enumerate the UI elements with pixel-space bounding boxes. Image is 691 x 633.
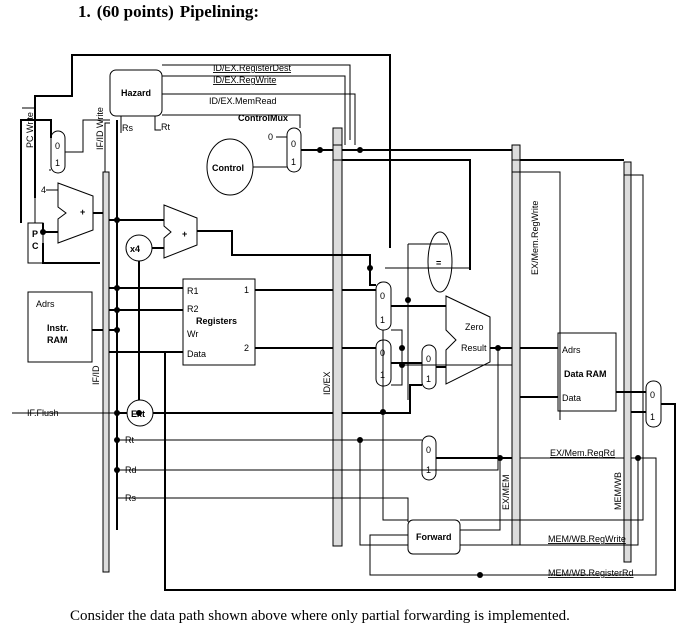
pipeline-datapath-diagram: Hazard P C Adrs Instr. RAM R1 R2 Registe…: [12, 54, 676, 591]
alu-zero-label: Zero: [465, 322, 484, 332]
wire-junctions: [40, 147, 641, 578]
problem-points: (60 points): [96, 2, 174, 21]
label-mem-wb: MEM/WB: [613, 472, 623, 510]
hazard-unit: [109, 69, 163, 117]
control-mux-0: 0: [291, 139, 296, 149]
branch-compare-unit: [427, 231, 453, 293]
label-const-0: 0: [268, 132, 273, 142]
label-if-flush: IF.Flush: [27, 408, 59, 418]
label-const-4: 4: [41, 185, 46, 195]
alu-a-mux-0: 0: [380, 291, 385, 301]
instr-adrs-label: Adrs: [36, 299, 55, 309]
label-exmem-regwrite: EX/Mem.RegWrite: [530, 201, 540, 275]
control-mux-1: 1: [291, 157, 296, 167]
label-memwb-registerrd: MEM/WB.RegisterRd: [548, 568, 634, 578]
pipeline-control-segments: [333, 144, 631, 176]
pipeline-register-mem-wb: [623, 161, 632, 563]
datapath-wires: [12, 54, 676, 591]
forward-unit-label: Forward: [416, 532, 452, 542]
label-rs-hazard: Rs: [122, 123, 133, 133]
label-control-mux: ControlMux: [238, 113, 288, 123]
label-rd: Rd: [125, 465, 137, 475]
label-idex-regdest: ID/EX.RegisterDest: [213, 63, 292, 73]
control-unit-label: Control: [212, 163, 244, 173]
pc-mux-0: 0: [55, 141, 60, 151]
registers-label: Registers: [196, 316, 237, 326]
pc-c-label: C: [32, 241, 39, 251]
label-pc-write: PC Write: [25, 112, 35, 148]
alu: [445, 295, 491, 385]
instr-ram-label-2: RAM: [47, 335, 68, 345]
figure-caption: Consider the data path shown above where…: [70, 608, 570, 624]
pc-plus4-adder: [57, 182, 94, 244]
wb-mux-0: 0: [650, 390, 655, 400]
branch-target-adder: [163, 204, 198, 259]
register-file: [182, 278, 256, 366]
reg-r2-label: R2: [187, 304, 199, 314]
label-id-ex: ID/EX: [322, 371, 332, 395]
reg-wr-label: Wr: [187, 329, 198, 339]
pc-mux-1: 1: [55, 158, 60, 168]
label-rs: Rs: [125, 493, 136, 503]
instr-ram-label-1: Instr.: [47, 323, 69, 333]
label-idex-regwrite: ID/EX.RegWrite: [213, 75, 276, 85]
alu-src-mux-0: 0: [426, 354, 431, 364]
branch-adder-plus: +: [182, 229, 187, 239]
problem-title: Pipelining:: [179, 2, 260, 21]
label-exmem-regrd: EX/Mem.RegRd: [550, 448, 615, 458]
pipeline-register-ex-mem: [511, 144, 521, 546]
data-ram-label: Data RAM: [564, 369, 607, 379]
pipeline-register-id-ex: [332, 127, 343, 547]
data-ram-adrs-label: Adrs: [562, 345, 581, 355]
pc-adder-plus: +: [80, 207, 85, 217]
label-ex-mem: EX/MEM: [501, 474, 511, 510]
data-ram: [557, 332, 617, 412]
reg-data-label: Data: [187, 349, 206, 359]
alu-result-label: Result: [461, 343, 487, 353]
label-idex-memread: ID/EX.MemRead: [209, 96, 277, 106]
data-ram-data-label: Data: [562, 393, 581, 403]
reg-out2-label: 2: [244, 343, 249, 353]
reg-out1-label: 1: [244, 285, 249, 295]
alu-a-mux-1: 1: [380, 315, 385, 325]
label-memwb-regwrite: MEM/WB.RegWrite: [548, 534, 626, 544]
label-ifid-write: IF/ID Write: [95, 107, 105, 150]
times4-label: x4: [130, 244, 140, 254]
problem-heading: 1. (60 points) Pipelining:: [78, 2, 265, 22]
pc-p-label: P: [32, 229, 38, 239]
label-rt: Rt: [125, 435, 134, 445]
compare-equals-label: =: [436, 258, 441, 268]
reg-r1-label: R1: [187, 286, 199, 296]
label-rt-hazard: Rt: [161, 122, 170, 132]
problem-number: 1.: [78, 2, 91, 21]
reg-dest-mux-0: 0: [426, 445, 431, 455]
instruction-ram: [27, 291, 93, 363]
hazard-unit-label: Hazard: [121, 88, 151, 98]
wb-mux-1: 1: [650, 412, 655, 422]
forwarding-unit: [407, 519, 461, 555]
alu-src-mux-1: 1: [426, 374, 431, 384]
pipeline-register-if-id: [102, 171, 110, 573]
label-if-id: IF/ID: [91, 365, 101, 385]
